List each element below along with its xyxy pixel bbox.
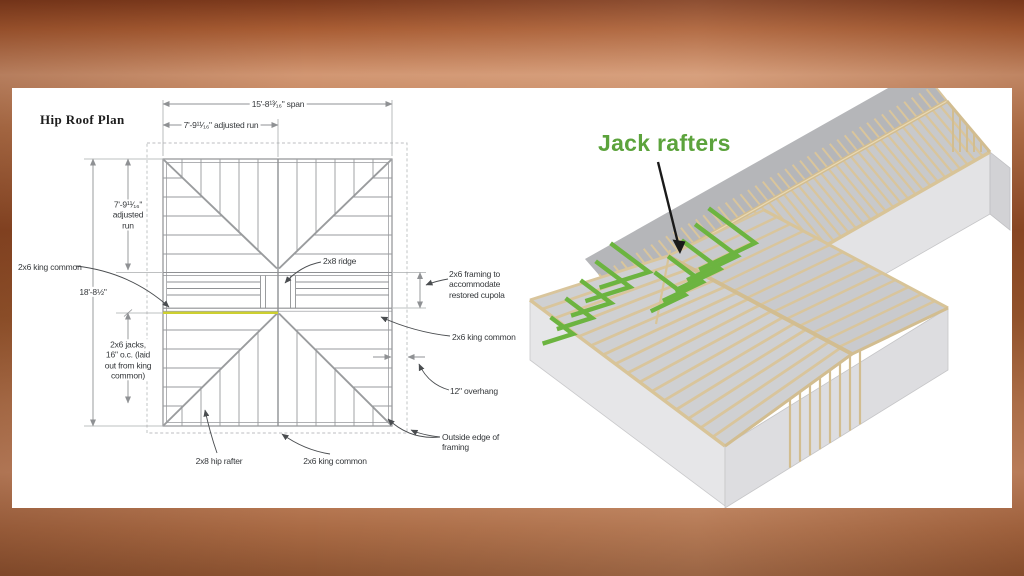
outside-edge-dashed-rect [146, 142, 408, 434]
short-wing-right-eave-fascia [763, 208, 949, 310]
hip-roof-plan-drawing [75, 100, 451, 455]
roof-framing-3d-drawing [528, 88, 1011, 508]
label-king-common-left: 2x6 king common [18, 262, 82, 272]
label-outside-edge: Outside edge of framing [442, 432, 500, 453]
long-wing-right-rake [945, 100, 992, 153]
label-ridge: 2x8 ridge [323, 256, 357, 266]
dim-overall-height: 18'-8½" [77, 286, 109, 298]
short-wing-gable-studs [788, 350, 862, 468]
jack-rafters-label: Jack rafters [598, 130, 731, 156]
plan-title: Hip Roof Plan [40, 112, 125, 127]
valley-board [654, 249, 672, 325]
label-king-common-bottom: 2x6 king common [303, 456, 367, 466]
label-cupola-framing: 2x6 framing to accommodate restored cupo… [449, 269, 505, 300]
content-area: Hip Roof Plan 15'-8¹³⁄₁₆" span 7'-9¹¹⁄₁₆… [12, 88, 1012, 508]
far-roof-interior [585, 88, 947, 290]
bottom-jack-rafters [181, 332, 374, 426]
jack-rafters-3d-panel: Jack rafters [520, 88, 1012, 508]
right-jack-rafters [293, 177, 392, 407]
dim-span: 15'-8¹³⁄₁₆" span [249, 98, 307, 110]
label-king-common-right: 2x6 king common [452, 332, 516, 342]
long-wing-end-wall-return [989, 151, 1011, 231]
left-jack-rafters [163, 177, 262, 407]
hip-roof-plan-panel: Hip Roof Plan 15'-8¹³⁄₁₆" span 7'-9¹¹⁄₁₆… [12, 88, 520, 508]
dim-adjusted-run-top: 7'-9¹¹⁄₁₆" adjusted run [181, 119, 261, 131]
dim-jacks-note: 2x6 jacks, 16" o.c. (laid out from king … [102, 339, 154, 381]
label-overhang: 12" overhang [450, 386, 498, 396]
label-hip-rafter: 2x8 hip rafter [195, 456, 243, 466]
jack-rafters-arrow [656, 161, 686, 254]
short-wing-right-rake [851, 306, 949, 356]
top-jack-rafters [181, 159, 374, 251]
green-jack-rafters [541, 206, 760, 346]
dim-adjusted-run-left: 7'-9¹¹⁄₁₆" adjusted run [110, 199, 146, 231]
short-wing-end-wall [724, 307, 949, 508]
short-wing-left-rake [724, 352, 853, 448]
ridge-and-cupola-framing [163, 271, 392, 312]
label-leaders [75, 261, 451, 455]
